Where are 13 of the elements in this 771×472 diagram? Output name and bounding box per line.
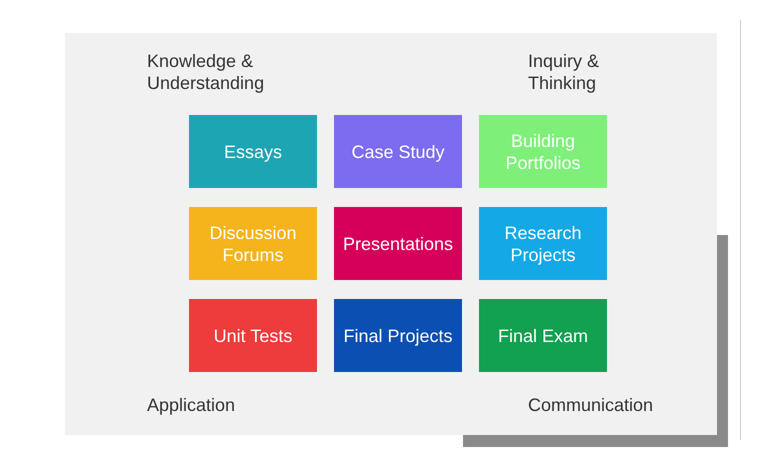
assessment-tile: Case Study	[334, 115, 462, 188]
assessment-tile: Discussion Forums	[189, 207, 317, 280]
category-label: Knowledge & Understanding	[147, 50, 266, 94]
category-label: Communication	[528, 394, 654, 416]
assessment-tile: Building Portfolios	[479, 115, 607, 188]
assessment-tile: Final Projects	[334, 299, 462, 372]
category-label: Inquiry & Thinking	[528, 50, 600, 94]
assessment-tile: Final Exam	[479, 299, 607, 372]
assessment-tile: Unit Tests	[189, 299, 317, 372]
assessment-tile: Presentations	[334, 207, 462, 280]
assessment-tile: Essays	[189, 115, 317, 188]
category-label: Application	[147, 394, 236, 416]
assessment-tile: Research Projects	[479, 207, 607, 280]
